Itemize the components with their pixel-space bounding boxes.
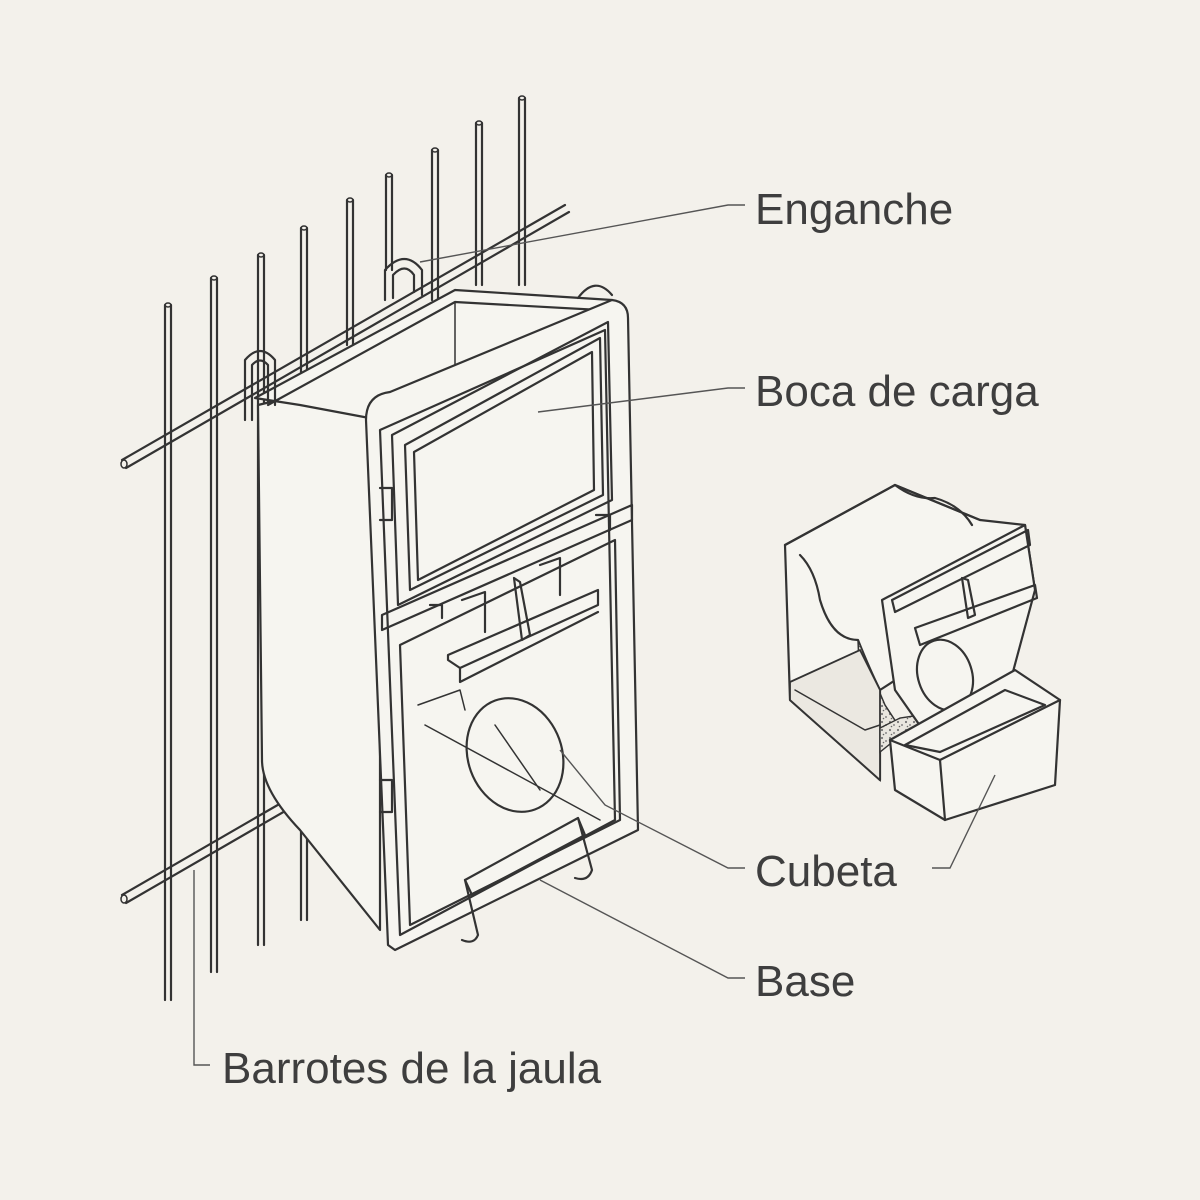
hook-left-icon — [243, 349, 277, 422]
hook-right-icon — [383, 257, 424, 302]
label-base: Base — [755, 957, 855, 1006]
leader-lines — [193, 204, 996, 1066]
base-stand — [460, 816, 594, 943]
cutaway-detail — [783, 483, 1062, 822]
tray-detail — [888, 668, 1062, 822]
feeder-body — [243, 257, 640, 952]
hook-front-icon — [576, 284, 614, 300]
label-tray: Cubeta — [755, 847, 897, 896]
label-mouth: Boca de carga — [755, 367, 1039, 416]
label-bars: Barrotes de la jaula — [222, 1044, 602, 1093]
label-hook: Enganche — [755, 185, 953, 234]
